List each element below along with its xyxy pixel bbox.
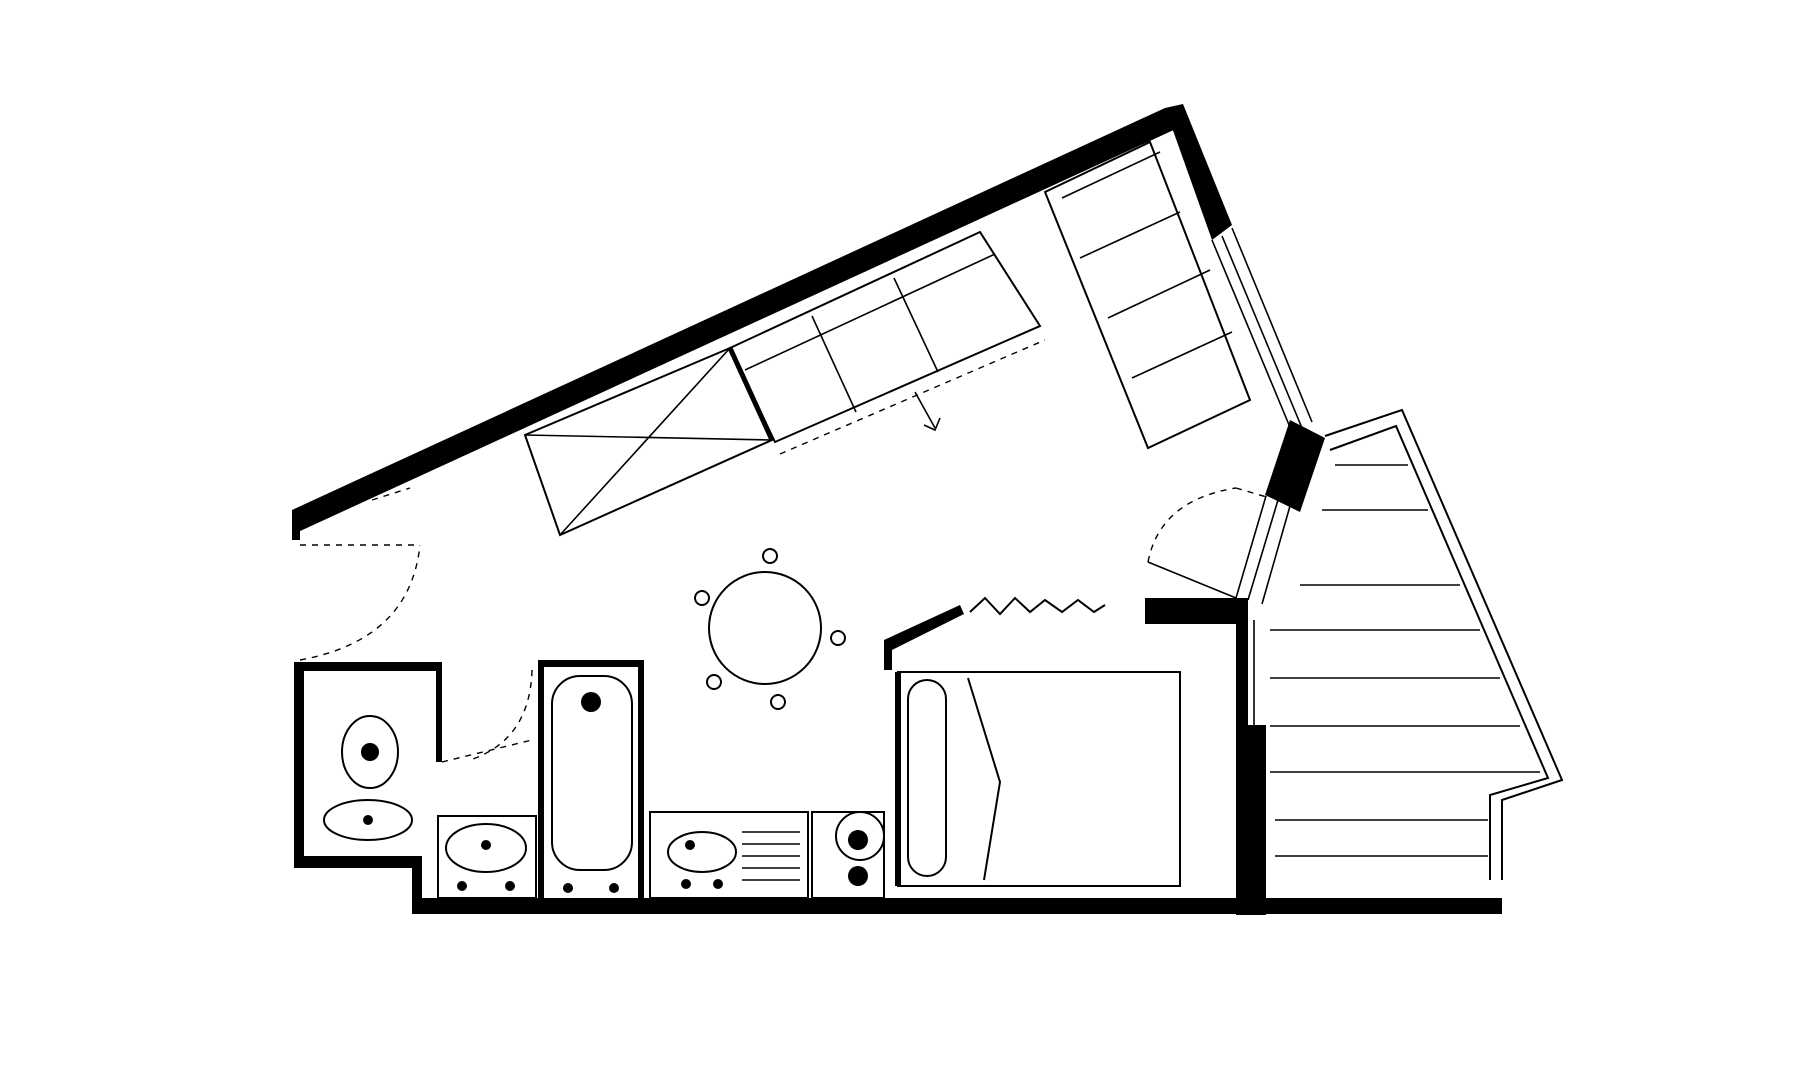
wall-partition-lower bbox=[1236, 725, 1266, 915]
sofa-section-long bbox=[728, 230, 1042, 444]
wall-bottom bbox=[412, 898, 1502, 914]
kitchen-sink bbox=[649, 811, 809, 899]
wc bbox=[323, 669, 533, 841]
wall-wc-right-stub bbox=[436, 662, 442, 762]
wall-partition-top bbox=[1145, 598, 1245, 624]
washbasin bbox=[437, 815, 537, 899]
wall-wc-bottom bbox=[294, 856, 418, 868]
bed bbox=[895, 671, 1181, 887]
balcony-slats bbox=[1270, 464, 1540, 857]
wall-wc-top bbox=[296, 662, 440, 671]
chair bbox=[770, 694, 786, 710]
balcony-terrace bbox=[1270, 408, 1564, 880]
toilet-bowl bbox=[341, 715, 399, 789]
chair bbox=[694, 590, 710, 606]
window-right bbox=[1211, 227, 1313, 605]
wall-headboard bbox=[884, 605, 964, 650]
wall-bath-left bbox=[538, 660, 544, 902]
sofa-section-corner bbox=[1043, 140, 1252, 450]
wall-pillar bbox=[1265, 420, 1325, 512]
table-top bbox=[708, 571, 822, 685]
hob bbox=[811, 811, 885, 899]
toilet-tank bbox=[323, 799, 413, 841]
wall-bottom-step bbox=[412, 856, 422, 914]
bed-pillow bbox=[907, 679, 947, 877]
entrance-door bbox=[299, 487, 421, 661]
chair bbox=[706, 674, 722, 690]
window-lower-right bbox=[1243, 620, 1255, 725]
wall-right-upper bbox=[1165, 104, 1232, 240]
wall-bath-top bbox=[538, 660, 644, 667]
wall-bath-right bbox=[638, 660, 644, 902]
chair bbox=[762, 548, 778, 564]
wall-wc-left bbox=[294, 662, 304, 868]
dining-table bbox=[694, 548, 846, 710]
chair bbox=[830, 630, 846, 646]
wardrobe-box bbox=[523, 346, 775, 537]
outer-walls bbox=[292, 104, 1502, 915]
wall-diagonal-top bbox=[292, 108, 1178, 532]
wall-left-stub bbox=[292, 510, 300, 540]
bathtub bbox=[551, 675, 633, 893]
wall-headboard-post bbox=[884, 640, 892, 670]
balcony-door bbox=[1147, 487, 1271, 599]
radiator-squiggle bbox=[969, 596, 1106, 616]
